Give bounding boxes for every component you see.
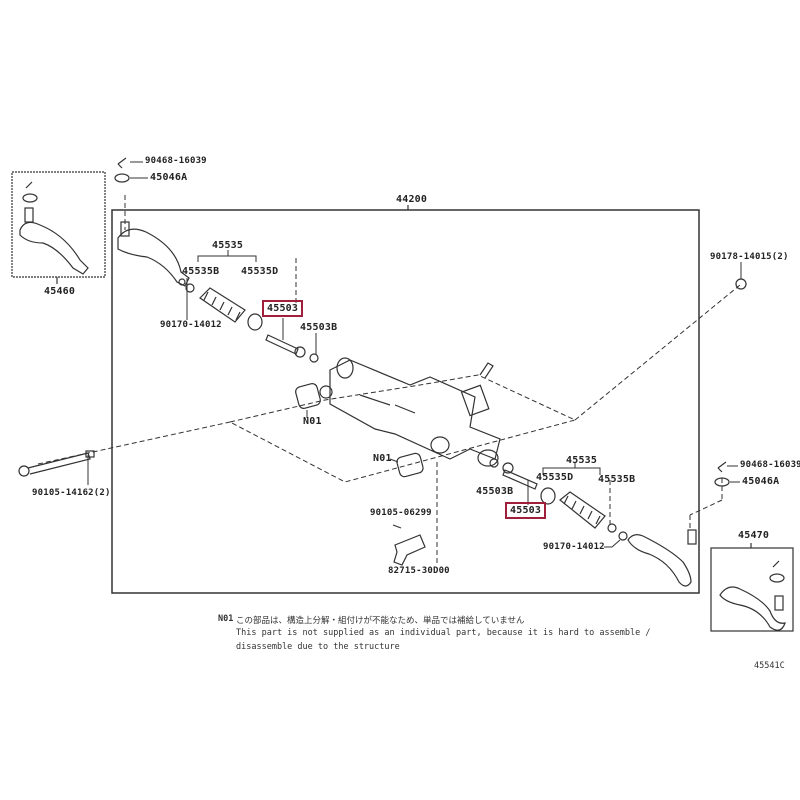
label-bushing-upper[interactable]: N01 xyxy=(303,416,322,427)
label-rack-end-left-highlighted[interactable]: 45503 xyxy=(262,300,304,317)
bushing-upper-drawing xyxy=(295,383,333,409)
label-bracket[interactable]: 82715-30D00 xyxy=(388,566,450,576)
nut-left-top-drawing xyxy=(114,157,130,183)
tie-rod-end-right-drawing xyxy=(627,529,697,587)
note-english-line2: disassemble due to the structure xyxy=(236,642,400,652)
tie-rod-end-left-inset-drawing xyxy=(19,181,89,275)
boot-right-drawing xyxy=(540,487,628,541)
label-boot-clamp-d-right[interactable]: 45535D xyxy=(536,472,574,483)
label-mount-bolt-left[interactable]: 90105-14162(2) xyxy=(32,488,111,498)
note-english-line1: This part is not supplied as an individu… xyxy=(236,628,651,638)
label-lock-nut-right[interactable]: 90170-14012 xyxy=(543,542,605,552)
note-code: N01 xyxy=(218,614,234,624)
figure-code: 45541C xyxy=(754,661,785,671)
steering-gear-housing-drawing xyxy=(329,357,501,467)
tie-rod-end-right-inset-drawing xyxy=(719,560,786,631)
rack-end-left-drawing xyxy=(265,334,319,363)
rack-end-right-drawing xyxy=(489,458,538,490)
assembly-frame xyxy=(111,209,700,594)
label-tie-rod-end-right[interactable]: 45470 xyxy=(738,530,770,541)
label-nut-right-top[interactable]: 45046A xyxy=(742,476,780,487)
bushing-lower-drawing xyxy=(396,452,424,478)
mount-bolt-left-drawing xyxy=(18,450,95,477)
label-boot-clamp-b-right[interactable]: 45535B xyxy=(598,474,636,485)
bracket-drawing xyxy=(392,524,426,566)
label-bolt-right-top[interactable]: 90468-16039 xyxy=(740,460,800,470)
label-bolt-right-top-mount[interactable]: 90178-14015(2) xyxy=(710,252,789,262)
label-nut-left-top[interactable]: 45046A xyxy=(150,172,188,183)
tie-rod-end-left-drawing xyxy=(117,221,190,287)
mount-plane-dashed xyxy=(229,374,577,483)
label-tie-rod-end-left[interactable]: 45460 xyxy=(44,286,76,297)
label-boot-kit-right[interactable]: 45535 xyxy=(566,455,598,466)
nut-right-mount-drawing xyxy=(735,278,747,290)
label-bolt-bracket[interactable]: 90105-06299 xyxy=(370,508,432,518)
label-boot-clamp-d-left[interactable]: 45535D xyxy=(241,266,279,277)
label-boot-clamp-b-left[interactable]: 45535B xyxy=(182,266,220,277)
left-inset-frame xyxy=(11,171,106,278)
nut-right-top-drawing xyxy=(714,461,730,487)
label-boot-kit-left[interactable]: 45535 xyxy=(212,240,244,251)
boot-left-drawing xyxy=(178,278,263,331)
label-lock-nut-left[interactable]: 90170-14012 xyxy=(160,320,222,330)
label-bolt-left-top[interactable]: 90468-16039 xyxy=(145,156,207,166)
label-bushing-lower[interactable]: N01 xyxy=(373,453,392,464)
right-inset-frame xyxy=(710,547,794,632)
label-rack-end-nut-left[interactable]: 45503B xyxy=(300,322,338,333)
note-japanese: この部品は、構造上分解・組付けが不能なため、単品では補給していません xyxy=(236,616,525,626)
label-assembly-44200[interactable]: 44200 xyxy=(396,194,428,205)
label-rack-end-nut-right[interactable]: 45503B xyxy=(476,486,514,497)
label-rack-end-right-highlighted[interactable]: 45503 xyxy=(505,502,547,519)
